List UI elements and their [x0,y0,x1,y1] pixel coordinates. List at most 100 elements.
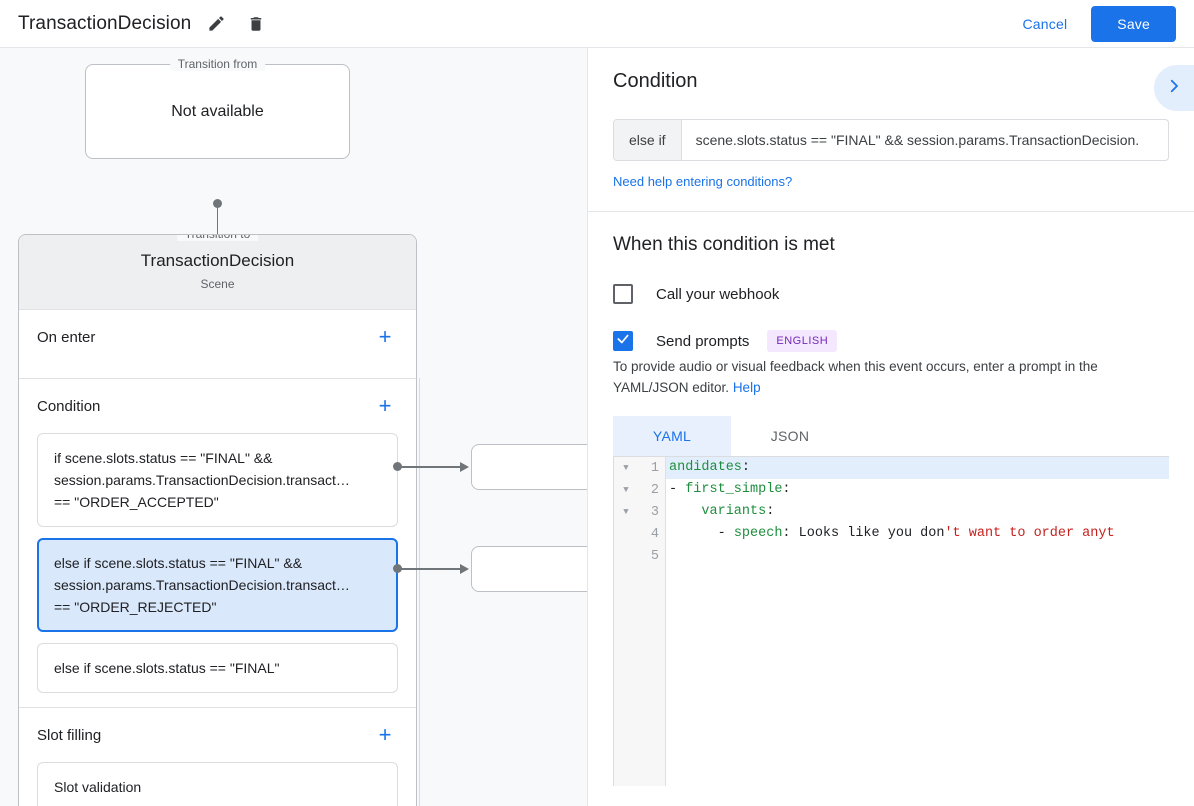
line-number: 4 [650,526,659,542]
send-prompts-checkbox[interactable] [613,331,633,351]
details-panel: Condition else if Need help entering con… [587,48,1194,806]
code-token: speech [733,526,783,541]
slot-validation-chip[interactable]: Slot validation [37,762,398,806]
page-title: TransactionDecision [18,12,192,34]
section-title-condition: Condition [37,397,101,415]
condition-chip-1[interactable]: if scene.slots.status == "FINAL" && sess… [37,433,398,527]
collapse-panel-button[interactable] [1154,65,1194,111]
line-number: 2 [650,482,659,498]
webhook-row[interactable]: Call your webhook [613,284,1169,304]
section-title-on-enter: On enter [37,328,96,346]
scene-type: Scene [200,277,235,291]
transition-from-node[interactable]: Transition from Not available [85,57,350,159]
add-condition-button[interactable]: + [378,393,392,418]
slot-validation-label: Slot validation [54,779,142,795]
add-on-enter-button[interactable]: + [378,324,392,349]
editor-gutter-row: 4 [614,523,665,545]
condition-chip-2-line-2: session.params.TransactionDecision.trans… [54,577,350,593]
target-node-1[interactable] [471,444,587,490]
fold-arrow-icon[interactable]: ▼ [623,507,629,517]
code-token: - [669,482,686,497]
editor-format-tabs: YAML JSON [613,416,1169,456]
trash-icon [247,15,265,33]
editor-gutter-row: ▼1 [614,457,665,479]
condition-help-link[interactable]: Need help entering conditions? [613,174,793,189]
section-title-slot-filling: Slot filling [37,726,102,744]
code-token: : [782,482,791,497]
line-number: 5 [650,548,659,564]
prompts-hint: To provide audio or visual feedback when… [613,356,1169,398]
condition-input[interactable] [681,120,1168,160]
delete-button[interactable] [241,9,271,39]
transition-to-legend: Transition to [176,235,259,241]
condition-prefix: else if [614,120,682,160]
branch-dot-2 [393,564,402,573]
line-number: 1 [650,460,659,476]
condition-heading: Condition [613,70,698,92]
prompts-help-link[interactable]: Help [732,380,761,395]
section-on-enter: On enter + [19,310,416,379]
send-prompts-row[interactable]: Send prompts ENGLISH [613,330,1169,352]
scene-card: Transition to TransactionDecision Scene … [18,234,417,806]
cancel-button[interactable]: Cancel [1009,7,1082,41]
editor-code-line: - first_simple: [666,479,1169,501]
send-prompts-label: Send prompts [656,332,750,350]
code-token [669,504,701,519]
condition-chip-2-line-1: else if scene.slots.status == "FINAL" && [54,555,303,571]
top-bar: TransactionDecision Cancel Save [0,0,1194,48]
condition-chip-3-line-1: else if scene.slots.status == "FINAL" [54,660,280,676]
save-button[interactable]: Save [1091,5,1176,42]
scene-name: TransactionDecision [140,251,295,270]
target-node-2[interactable] [471,546,587,592]
condition-section: Condition else if Need help entering con… [588,48,1194,212]
scene-graph-canvas[interactable]: Transition from Not available Transition… [0,48,587,806]
condition-chip-3[interactable]: else if scene.slots.status == "FINAL" [37,643,398,693]
code-token: : [766,504,775,519]
code-token: first_simple [685,482,783,497]
code-token: variants [701,504,767,519]
when-condition-met-heading: When this condition is met [613,234,835,255]
branch-dot-1 [393,462,402,471]
line-number: 3 [650,504,659,520]
section-condition: Condition + if scene.slots.status == "FI… [19,379,416,708]
code-token: andidates [669,460,742,475]
branch-line-2 [400,568,462,570]
editor-code-area[interactable]: andidates:- first_simple: variants: - sp… [666,457,1169,786]
condition-chip-2-line-3: == "ORDER_REJECTED" [54,599,217,615]
editor-code-line: variants: [666,501,1169,523]
fold-arrow-icon[interactable]: ▼ [623,463,629,473]
branch-line-1 [400,466,462,468]
connector-line-vertical [216,203,218,258]
prompts-hint-text: To provide audio or visual feedback when… [613,359,1098,395]
editor-code-line [666,545,1169,567]
code-token: 't want to order anyt [944,526,1115,541]
transition-from-legend: Transition from [169,57,266,71]
editor-gutter-row: ▼2 [614,479,665,501]
scene-header[interactable]: TransactionDecision Scene [19,235,416,310]
call-webhook-checkbox[interactable] [613,284,633,304]
connector-rail [419,378,420,806]
edit-button[interactable] [201,9,231,39]
code-token: : [741,460,751,475]
code-token: : Looks like you don [782,526,945,541]
branch-arrow-2 [460,563,469,574]
branch-arrow-1 [460,461,469,472]
tab-yaml[interactable]: YAML [613,416,731,456]
section-slot-filling: Slot filling + Slot validation [19,708,416,806]
condition-chip-1-line-2: session.params.TransactionDecision.trans… [54,472,350,488]
check-icon [616,332,630,351]
chevron-right-icon [1165,77,1183,100]
when-condition-met-section: When this condition is met Call your web… [588,212,1194,786]
transition-from-value: Not available [171,102,264,120]
editor-code-line: - speech: Looks like you don't want to o… [666,523,1169,545]
condition-input-row[interactable]: else if [613,119,1169,161]
code-token: - [669,526,734,541]
add-slot-filling-button[interactable]: + [378,722,392,747]
condition-chip-2[interactable]: else if scene.slots.status == "FINAL" &&… [37,538,398,632]
tab-json[interactable]: JSON [770,428,810,444]
editor-gutter-row: 5 [614,545,665,567]
fold-arrow-icon[interactable]: ▼ [623,485,629,495]
condition-chip-1-line-1: if scene.slots.status == "FINAL" && [54,450,273,466]
